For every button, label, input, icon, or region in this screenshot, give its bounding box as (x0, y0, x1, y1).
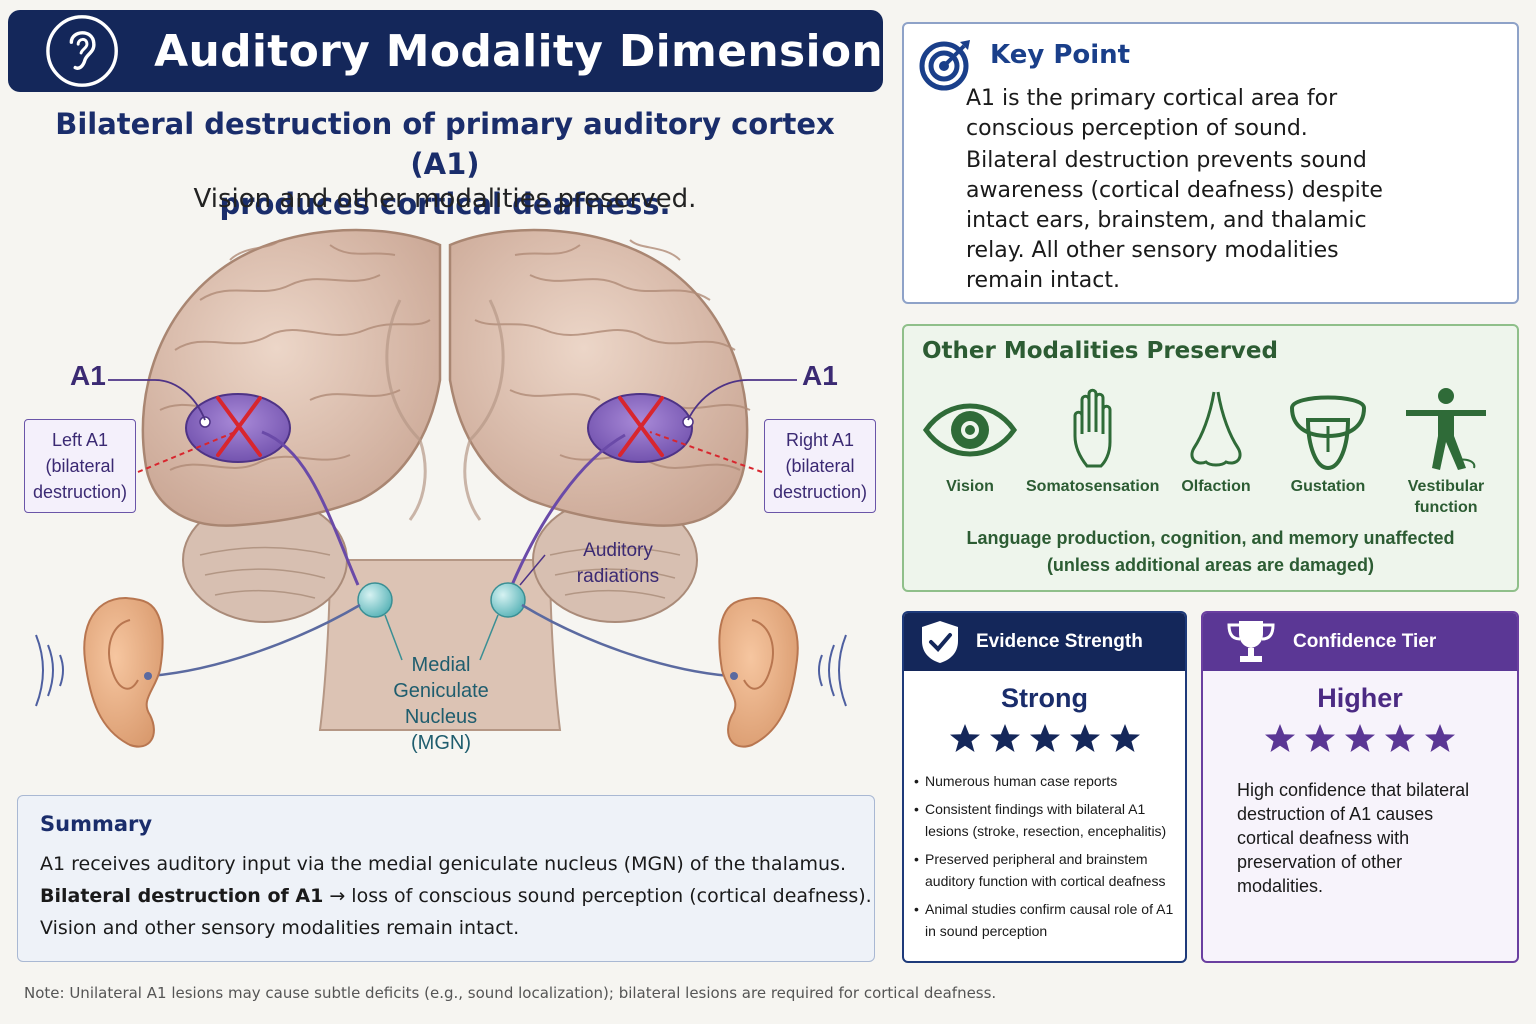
star-icon (949, 724, 980, 752)
mgn-label: Medial Geniculate Nucleus (MGN) (393, 654, 489, 754)
star-icon (989, 724, 1020, 752)
star-icon (1029, 724, 1060, 752)
left-lesion-x (216, 396, 262, 457)
modality-olfaction: Olfaction (1166, 386, 1266, 497)
evidence-list: Numerous human case reports Consistent f… (904, 770, 1185, 942)
right-a1-label: A1 (802, 360, 838, 391)
star-icon (1385, 724, 1415, 752)
summary-line-3: Vision and other sensory modalities rema… (40, 917, 520, 939)
confidence-panel: Confidence Tier Higher High confidence t… (1201, 611, 1519, 963)
brain-diagram (35, 228, 847, 748)
evidence-level: Strong (1001, 683, 1088, 713)
evidence-panel: Evidence Strength Strong Numerous human … (902, 611, 1187, 963)
evidence-header: Evidence Strength (904, 613, 1185, 671)
headline: Bilateral destruction of primary auditor… (30, 104, 860, 224)
right-ear (718, 597, 799, 748)
list-item: Consistent findings with bilateral A1les… (914, 798, 1179, 842)
star-icon (1345, 724, 1375, 752)
star-icon (1425, 724, 1455, 752)
right-a1-box: Right A1 (bilateral destruction) (764, 419, 876, 513)
right-hemisphere (448, 228, 749, 527)
star-icon (1069, 724, 1100, 752)
title-bar: Auditory Modality Dimension (8, 10, 883, 92)
summary-line-1: A1 receives auditory input via the media… (40, 853, 846, 875)
evidence-title: Evidence Strength (976, 631, 1143, 652)
left-a1-label: A1 (70, 360, 106, 391)
modality-somatosensation: Somatosensation (1026, 386, 1159, 497)
auditory-radiations-label: Auditory radiations (576, 540, 660, 587)
page-title: Auditory Modality Dimension (154, 25, 883, 77)
list-item: Preserved peripheral and brainstemaudito… (914, 848, 1179, 892)
list-item: Numerous human case reports (914, 770, 1179, 792)
balance-figure-icon (1406, 388, 1486, 470)
right-lesion-x (618, 396, 664, 457)
modalities-panel: Other Modalities Preserved Vision Somato… (902, 324, 1519, 592)
list-item: Animal studies confirm causal role of A1… (914, 898, 1179, 942)
confidence-level: Higher (1317, 683, 1403, 713)
left-a1-box: Left A1 (bilateral destruction) (24, 419, 136, 513)
confidence-text: High confidence that bilateral destructi… (1237, 780, 1470, 896)
confidence-stars (1203, 720, 1517, 756)
right-mgn (490, 582, 526, 618)
key-point-paragraph-1: A1 is the primary cortical area for cons… (966, 86, 1338, 141)
summary-line-2: Bilateral destruction of A1 → loss of co… (40, 885, 872, 907)
confidence-title: Confidence Tier (1293, 631, 1437, 652)
subheadline: Vision and other modalities preserved. (193, 184, 697, 214)
left-mgn (357, 582, 393, 618)
footnote: Note: Unilateral A1 lesions may cause su… (24, 984, 997, 1002)
right-sound-waves (818, 634, 847, 707)
star-icon (1305, 724, 1335, 752)
eye-icon (922, 403, 1018, 457)
left-ear (83, 597, 164, 748)
key-point-title: Key Point (990, 40, 1131, 70)
modalities-title: Other Modalities Preserved (922, 338, 1278, 364)
modality-gustation: Gustation (1278, 386, 1378, 497)
brain-illustration: A1 A1 Left A1 (bilateral destruction) Ri… (0, 220, 900, 780)
left-auditory-radiation (261, 430, 360, 586)
target-icon (919, 40, 970, 91)
star-icon (1265, 724, 1295, 752)
confidence-header: Confidence Tier (1203, 613, 1517, 671)
nose-icon (1190, 391, 1242, 467)
right-auditory-radiation (510, 433, 626, 586)
summary-title: Summary (40, 812, 153, 836)
key-point-panel: Key Point A1 is the primary cortical are… (902, 22, 1519, 304)
tongue-icon (1289, 395, 1367, 471)
modality-vestibular: Vestibular function (1396, 386, 1496, 518)
modalities-footer: Language production, cognition, and memo… (966, 528, 1455, 575)
ear-icon (46, 15, 118, 87)
left-sound-waves (35, 634, 64, 707)
summary-panel: Summary A1 receives auditory input via t… (17, 795, 875, 962)
headline-line-2: produces cortical deafness. (219, 187, 671, 221)
hand-icon (1073, 388, 1111, 468)
star-icon (1109, 724, 1140, 752)
shield-check-icon (922, 621, 958, 663)
evidence-stars (904, 720, 1185, 756)
left-hemisphere (141, 228, 442, 527)
modality-vision: Vision (920, 386, 1020, 497)
trophy-icon (1227, 621, 1275, 662)
headline-line-1: Bilateral destruction of primary auditor… (55, 107, 835, 181)
key-point-paragraph-2: Bilateral destruction prevents sound awa… (966, 148, 1383, 293)
